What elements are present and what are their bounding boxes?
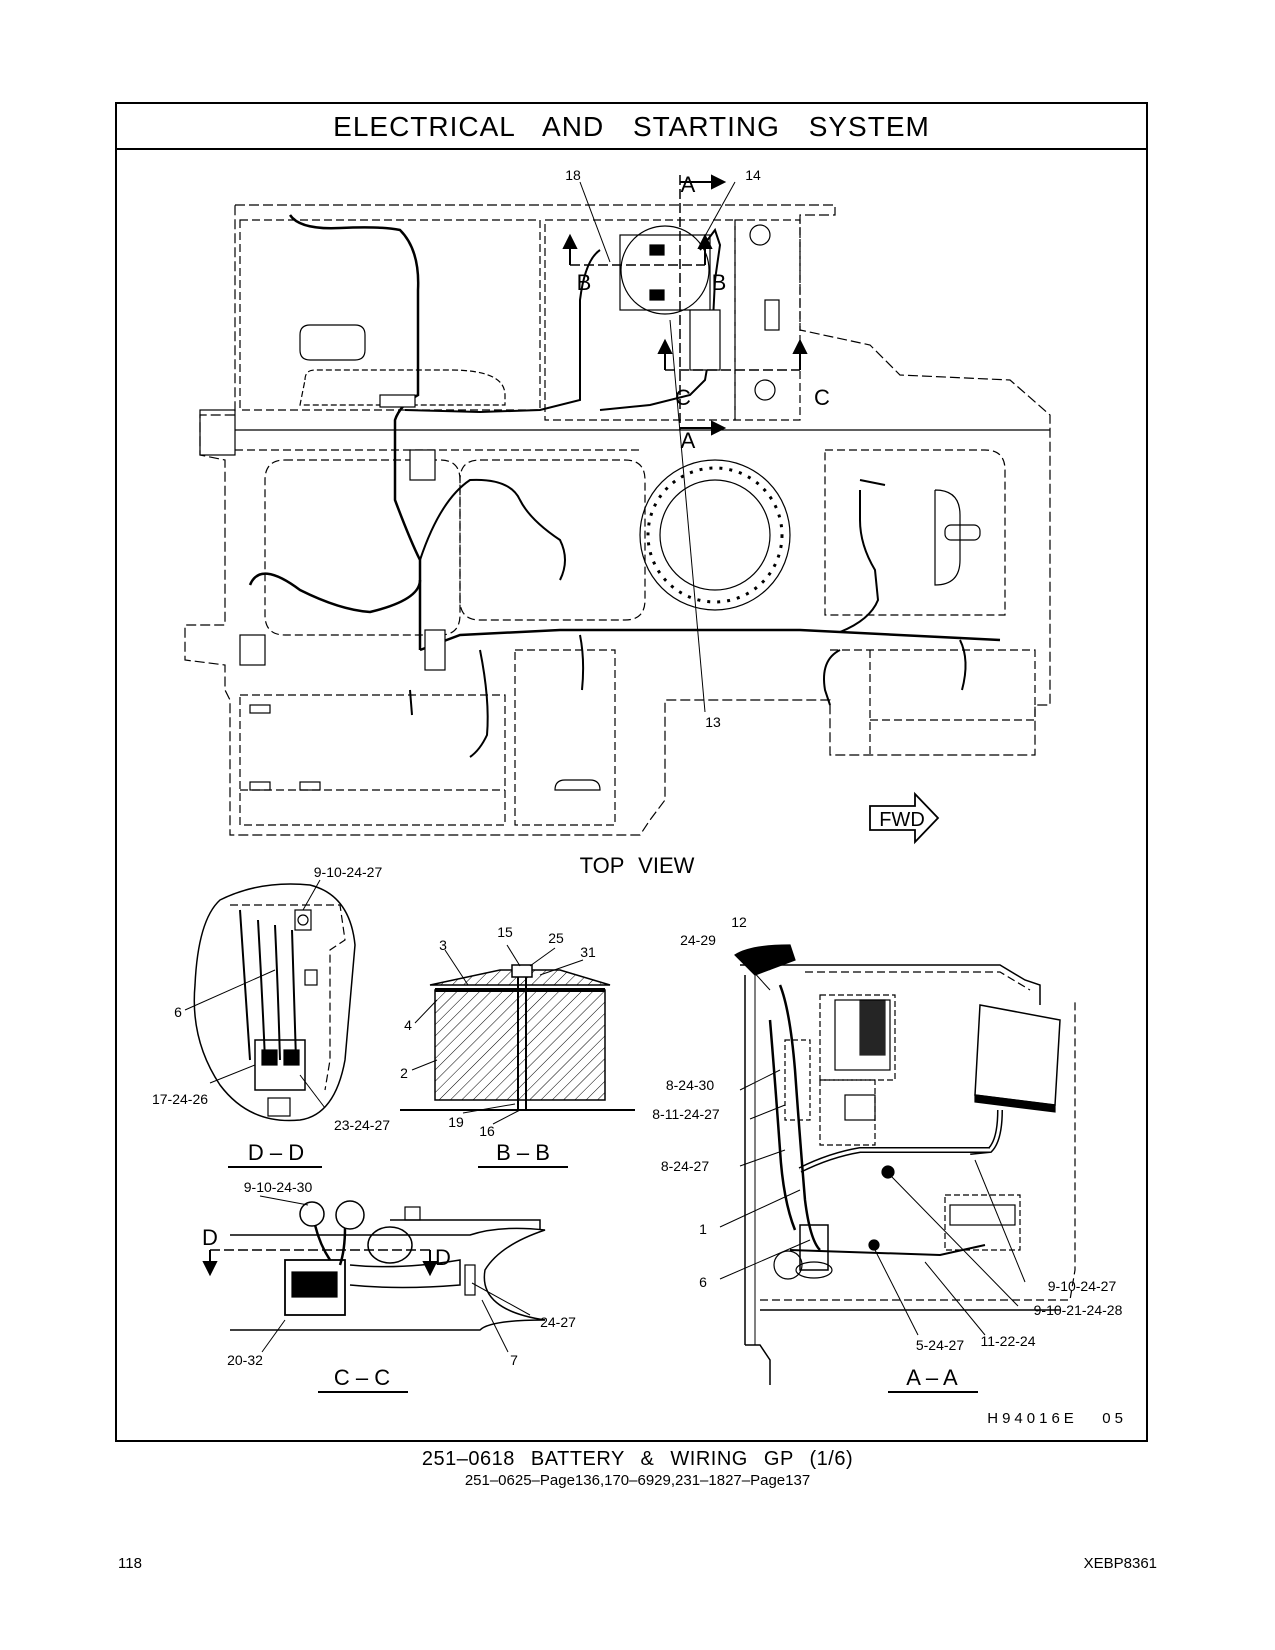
section-mark-b-left: B — [577, 270, 592, 295]
callout-aa-12: 12 — [731, 914, 747, 930]
callout-aa-9-10-24-27: 9-10-24-27 — [1048, 1278, 1117, 1294]
cc-section-arrows — [202, 1250, 438, 1277]
view-dd-label: D – D — [248, 1140, 304, 1165]
callout-cc-9-10-24-30: 9-10-24-30 — [244, 1179, 313, 1195]
view-cc-drawing — [210, 1195, 546, 1353]
callout-dd-6: 6 — [174, 1004, 182, 1020]
callout-dd-23-24-27: 23-24-27 — [334, 1117, 390, 1133]
section-mark-a-bottom: A — [681, 428, 696, 453]
fwd-label: FWD — [879, 809, 925, 831]
callout-aa-9-10-21-24-28: 9-10-21-24-28 — [1034, 1302, 1123, 1318]
callout-aa-5-24-27: 5-24-27 — [916, 1337, 964, 1353]
callout-aa-8-24-30: 8-24-30 — [666, 1077, 714, 1093]
callout-cc-20-32: 20-32 — [227, 1352, 263, 1368]
section-mark-a-top: A — [681, 172, 696, 197]
callout-bb-4: 4 — [404, 1017, 412, 1033]
section-mark-b-right: B — [712, 270, 727, 295]
callout-bb-2: 2 — [400, 1065, 408, 1081]
callout-aa-8-11-24-27: 8-11-24-27 — [652, 1106, 720, 1122]
callout-bb-3: 3 — [439, 937, 447, 953]
section-arrows — [562, 174, 808, 436]
callout-aa-8-24-27: 8-24-27 — [661, 1158, 709, 1174]
drawing-frame: ELECTRICAL AND STARTING SYSTEM — [115, 102, 1148, 1442]
top-view-leaders — [579, 181, 736, 713]
callout-bb-15: 15 — [497, 924, 513, 940]
callout-bb-16: 16 — [479, 1123, 495, 1139]
section-mark-c-left: C — [675, 385, 691, 410]
view-bb-drawing — [400, 944, 635, 1125]
illustration-reference: H94016E 05 — [987, 1410, 1127, 1427]
caption-main: 251–0618 BATTERY & WIRING GP (1/6) — [421, 1448, 854, 1470]
callout-aa-24-29: 24-29 — [680, 932, 716, 948]
callout-aa-1: 1 — [699, 1221, 707, 1237]
page-title: ELECTRICAL AND STARTING SYSTEM — [333, 111, 930, 142]
view-dd-drawing — [184, 879, 356, 1122]
callout-13: 13 — [705, 714, 721, 730]
callout-cc-7: 7 — [510, 1352, 518, 1368]
callout-aa-6: 6 — [699, 1274, 707, 1290]
view-aa-drawing — [719, 944, 1076, 1385]
view-bb-label: B – B — [496, 1140, 550, 1165]
callout-bb-19: 19 — [448, 1114, 464, 1130]
callout-cc-24-27: 24-27 — [540, 1314, 576, 1330]
section-mark-d-right: D — [435, 1245, 451, 1270]
view-aa-label: A – A — [906, 1365, 958, 1390]
callout-dd-17-24-26: 17-24-26 — [152, 1091, 208, 1107]
callout-18: 18 — [565, 167, 581, 183]
callout-aa-11-22-24: 11-22-24 — [980, 1333, 1035, 1349]
callout-bb-31: 31 — [580, 944, 596, 960]
page-number: 118 — [118, 1555, 142, 1572]
view-cc-label: C – C — [334, 1365, 390, 1390]
caption-sub: 251–0625–Page136,170–6929,231–1827–Page1… — [464, 1472, 811, 1489]
section-mark-d-left: D — [202, 1225, 218, 1250]
title-bar: ELECTRICAL AND STARTING SYSTEM — [117, 104, 1146, 150]
document-number: XEBP8361 — [1083, 1555, 1157, 1572]
callout-bb-25: 25 — [548, 930, 564, 946]
fwd-arrow — [869, 791, 940, 845]
top-view-drawing — [184, 175, 1051, 836]
callout-14: 14 — [745, 167, 761, 183]
callout-dd-9-10-24-27: 9-10-24-27 — [314, 864, 383, 880]
top-view-label: TOP VIEW — [580, 853, 695, 878]
section-mark-c-right: C — [814, 385, 830, 410]
